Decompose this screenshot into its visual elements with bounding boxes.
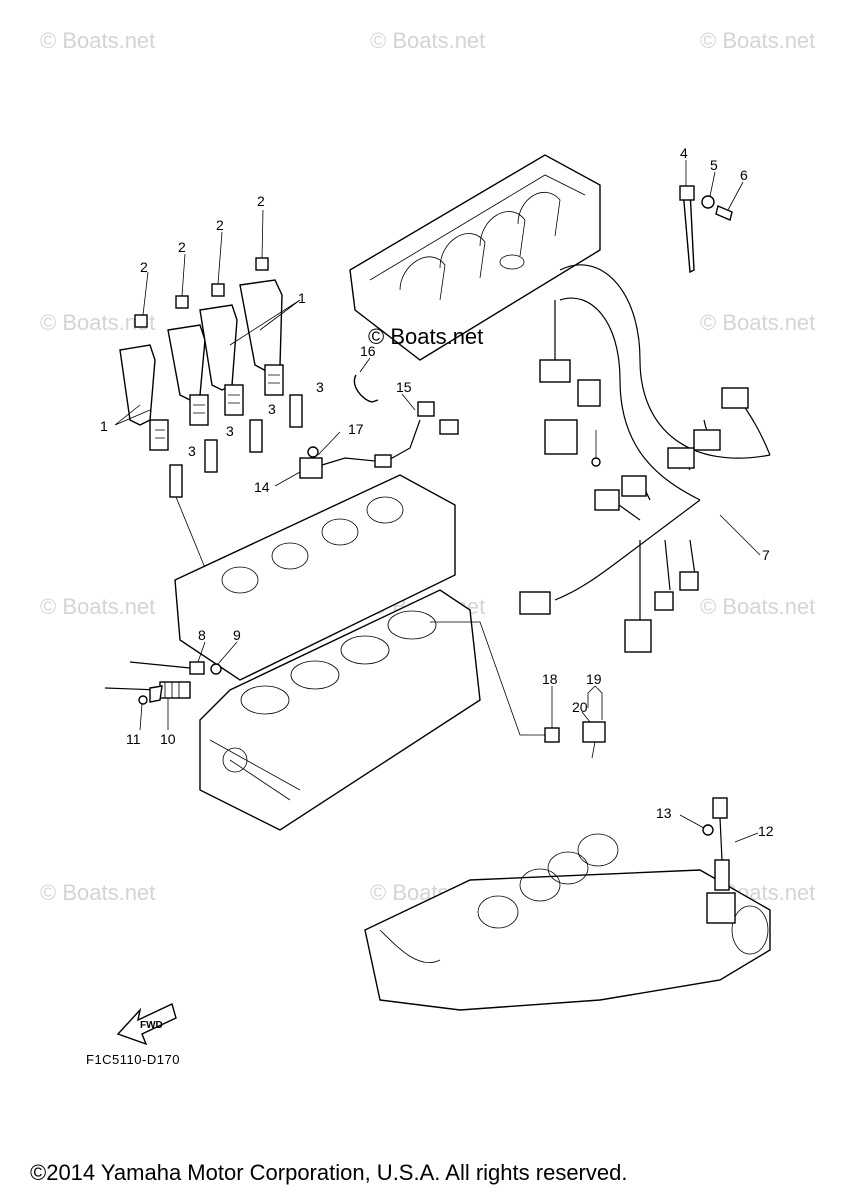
- watermark: © Boats.net: [40, 28, 155, 53]
- watermark: © Boats.net: [40, 880, 155, 905]
- callout-18: 18: [542, 671, 558, 687]
- callout-15: 15: [396, 379, 412, 395]
- callout-12: 12: [758, 823, 774, 839]
- sensor-group-12-13: [702, 797, 736, 924]
- callout-9: 9: [233, 627, 241, 643]
- watermark-grid: © Boats.net © Boats.net © Boats.net © Bo…: [40, 28, 815, 905]
- callout-labels: 1 1 2 2 2 2 3 3 3 3 4 5 6 7 8 9 10 11 12…: [100, 145, 774, 839]
- callout-2: 2: [216, 217, 224, 233]
- sensor-group-8-11: [104, 661, 222, 705]
- callout-5: 5: [710, 157, 718, 173]
- callout-2: 2: [257, 193, 265, 209]
- callout-3: 3: [188, 443, 196, 459]
- intake-manifold: [349, 154, 601, 361]
- callout-20: 20: [572, 699, 588, 715]
- callout-3: 3: [226, 423, 234, 439]
- callout-13: 13: [656, 805, 672, 821]
- callout-6: 6: [740, 167, 748, 183]
- callout-10: 10: [160, 731, 176, 747]
- watermark: © Boats.net: [40, 594, 155, 619]
- callout-16: 16: [360, 343, 376, 359]
- sensor-group-14-17: [299, 374, 459, 479]
- spark-plugs: [169, 394, 303, 581]
- fwd-label: FWD: [140, 1020, 163, 1031]
- watermark: © Boats.net: [700, 594, 815, 619]
- callout-8: 8: [198, 627, 206, 643]
- watermark-dark: © Boats.net: [368, 324, 483, 349]
- callout-1: 1: [100, 418, 108, 434]
- callout-14: 14: [254, 479, 270, 495]
- wire-harness: [519, 264, 771, 653]
- forward-direction-arrow: FWD: [116, 1003, 177, 1046]
- copyright-notice: ©2014 Yamaha Motor Corporation, U.S.A. A…: [30, 1160, 628, 1185]
- diagram-reference-code: F1C5110-D170: [86, 1052, 180, 1067]
- callout-7: 7: [762, 547, 770, 563]
- callout-1: 1: [298, 290, 306, 306]
- callout-11: 11: [126, 731, 141, 747]
- callout-3: 3: [316, 379, 324, 395]
- cable-tie-assembly: [679, 185, 733, 274]
- callout-2: 2: [140, 259, 148, 275]
- leader-lines: [114, 160, 761, 843]
- cylinder-head-block: [174, 474, 481, 831]
- callout-17: 17: [348, 421, 364, 437]
- callout-19: 19: [586, 671, 602, 687]
- callout-2: 2: [178, 239, 186, 255]
- watermark: © Boats.net: [700, 28, 815, 53]
- exhaust-manifold: [364, 833, 771, 1011]
- callout-3: 3: [268, 401, 276, 417]
- ignition-coils: [119, 257, 284, 451]
- callout-4: 4: [680, 145, 688, 161]
- watermark: © Boats.net: [370, 28, 485, 53]
- watermark: © Boats.net: [700, 310, 815, 335]
